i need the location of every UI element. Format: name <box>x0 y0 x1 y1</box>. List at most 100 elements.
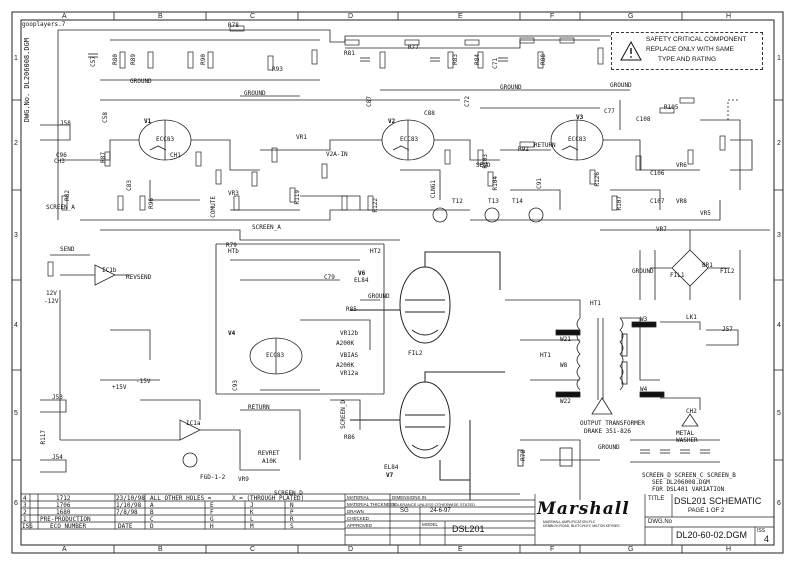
tb-title-label: TITLE <box>648 496 665 502</box>
ref-c83: C83 <box>126 180 133 191</box>
safety-line-3: TYPE AND RATING <box>658 56 717 63</box>
zone-col-c-bottom: C <box>250 546 256 553</box>
j57-label: J57 <box>722 326 733 333</box>
ch1-label: CH1 <box>170 152 181 159</box>
tb-checked: CHECKED <box>347 516 370 521</box>
rev-date-3: 1/10/98 <box>116 502 142 509</box>
ht2-label: HT2 <box>370 248 381 255</box>
ground-label-6: GROUND <box>632 268 654 275</box>
hole-e: E <box>210 502 214 509</box>
rev-eco-1: PRE-PRODUCTION <box>40 516 91 523</box>
zone-row-4-right: 4 <box>777 322 781 329</box>
tb-model-label: MODEL <box>422 522 439 527</box>
minus15v-label: -15V <box>136 378 151 385</box>
zone-col-h: H <box>726 13 732 20</box>
ref-r93: R93 <box>272 66 283 73</box>
ref-c106: C106 <box>650 170 665 177</box>
ground-label-1: GROUND <box>130 78 152 85</box>
tube-v1-label: V1 <box>144 118 152 125</box>
ic1b-label: IC1b <box>102 267 117 274</box>
tube-v1-type: ECC83 <box>156 136 175 143</box>
tb-title-value: DSL201 SCHEMATIC <box>674 496 762 506</box>
holes-title: ALL OTHER HOLES = <box>150 495 212 502</box>
output-tubes <box>350 251 505 500</box>
hole-r: R <box>290 516 294 523</box>
plus12v-label: 12V <box>46 290 57 297</box>
zone-row-1-right: 1 <box>777 55 781 62</box>
tb-drawn-by: SG <box>400 508 409 514</box>
zone-row-6: 6 <box>14 500 18 507</box>
rectifier <box>600 229 770 300</box>
opamps <box>50 254 301 471</box>
ref-r87: R87 <box>100 152 107 163</box>
ref-r88: R88 <box>540 54 547 65</box>
zone-row-4: 4 <box>14 322 18 329</box>
ref-c88: C88 <box>424 110 435 117</box>
logo-address: DENBIGH ROAD, BLETCHLEY, MILTON KEYNES <box>543 524 620 528</box>
zone-ticks <box>12 12 783 553</box>
zone-col-f: F <box>550 13 555 20</box>
output-transformer <box>505 299 701 410</box>
zone-col-d-bottom: D <box>348 546 354 553</box>
tube-v6-type: EL84 <box>354 277 369 284</box>
w8-label: W8 <box>560 362 568 369</box>
hole-n: N <box>290 502 294 509</box>
tb-material-thickness: MATERIAL THICKNESS <box>347 502 396 507</box>
hole-l: L <box>250 516 254 523</box>
ref-c91: C91 <box>536 178 543 189</box>
ref-r108: R107 <box>616 196 623 211</box>
jacks <box>40 124 753 473</box>
ref-r105: R104 <box>492 176 499 191</box>
ground-label-2: GROUND <box>244 90 266 97</box>
screen-d-label-1: SCREEN_D <box>340 400 347 429</box>
ref-r92: R92 <box>518 146 529 153</box>
tube-v2-label: V2 <box>388 118 396 125</box>
ref-vr6: VR5 <box>700 210 711 217</box>
safety-line-1: SAFETY CRITICAL COMPONENT <box>646 36 747 43</box>
zone-col-f-bottom: F <box>550 546 555 553</box>
zone-row-2-right: 2 <box>777 140 781 147</box>
zone-row-6-right: 6 <box>777 500 781 507</box>
ref-vr4: VR3 <box>228 190 239 197</box>
fgd-label: FGD-1-2 <box>200 474 226 481</box>
ref-r79: R79 <box>226 242 237 249</box>
rev-eco-4: 1712 <box>56 495 71 502</box>
ref-r78: R78 <box>228 22 239 29</box>
hole-m: M <box>250 523 254 530</box>
ref-r81: R81 <box>344 50 355 57</box>
zone-col-g: G <box>628 13 634 20</box>
washer-label-2: WASHER <box>676 437 698 444</box>
ref-c79: C79 <box>324 274 335 281</box>
rev-eco-3: 1706 <box>56 502 71 509</box>
zone-col-d: D <box>348 13 354 20</box>
ref-vr8: VR7 <box>656 226 667 233</box>
br1-label: BR1 <box>702 262 713 269</box>
vbias-label: VBIAS <box>340 352 359 359</box>
rev-hdr-date: DATE <box>118 523 133 530</box>
ref-r80: R80 <box>112 54 119 65</box>
ot-label-2: DRAKE 351-826 <box>584 428 631 435</box>
safety-line-2: REPLACE ONLY WITH SAME <box>646 46 734 53</box>
ref-r120: R119 <box>294 190 301 205</box>
rev-iss-2: 2 <box>23 509 27 516</box>
zone-col-a: A <box>62 13 67 20</box>
safety-note-box: SAFETY CRITICAL COMPONENT REPLACE ONLY W… <box>611 32 763 70</box>
ref-r77: R77 <box>408 44 419 51</box>
zone-row-3: 3 <box>14 232 18 239</box>
zone-col-c: C <box>250 13 256 20</box>
zone-col-b: B <box>158 13 163 20</box>
warning-icon <box>620 41 642 61</box>
ref-r86: R86 <box>344 434 355 441</box>
screen-line-label: SCREEN_D SCREEN_C SCREEN_B <box>642 472 736 479</box>
a200k-label-1: A200K <box>336 340 355 347</box>
ht1-label-1: HT1 <box>590 300 601 307</box>
zone-row-1: 1 <box>14 55 18 62</box>
tube-v7-label: V7 <box>386 472 394 479</box>
tb-iss-value: 4 <box>764 534 770 544</box>
w3-label: W3 <box>640 316 648 323</box>
w22-label: W22 <box>560 398 571 405</box>
ref-r106: R105 <box>664 104 679 111</box>
holes-note: X = (THROUGH PLATED) <box>232 495 305 502</box>
lk1-label: LK1 <box>686 314 697 321</box>
ref-c108: C108 <box>636 116 651 123</box>
